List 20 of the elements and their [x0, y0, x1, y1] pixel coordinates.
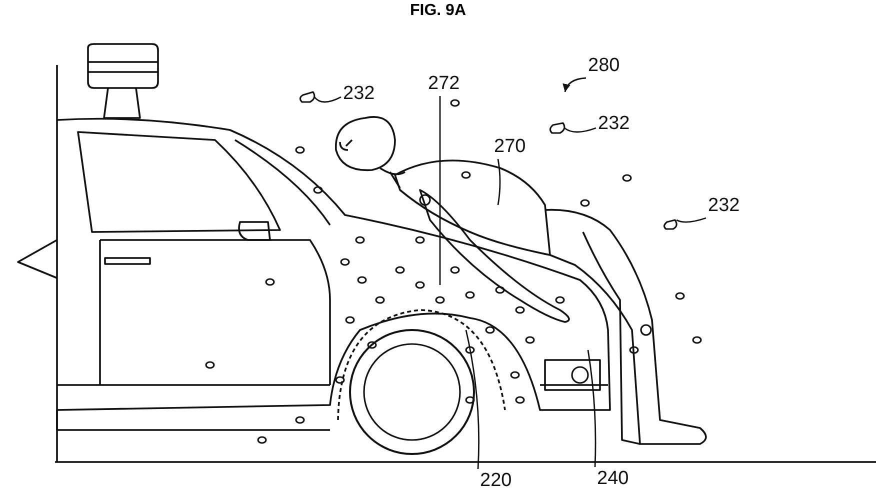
callout-number: 272: [428, 74, 460, 94]
leader-line: [587, 350, 596, 468]
callout-number: 232: [343, 84, 375, 104]
leader-line: [497, 158, 501, 206]
callout-number: 220: [480, 471, 512, 491]
callout-number: 232: [598, 114, 630, 134]
arrow: [563, 77, 586, 92]
callout-number: 240: [597, 469, 629, 489]
callout-number: 270: [494, 137, 526, 157]
callout-number: 232: [708, 196, 740, 216]
debris-particle: [549, 122, 566, 134]
leader-line: [439, 96, 441, 285]
leader-line: [564, 127, 596, 133]
leader-line: [314, 96, 342, 103]
callout-number: 280: [588, 56, 620, 76]
debris-particle: [663, 219, 678, 230]
debris-particle: [299, 91, 316, 103]
figure-title: FIG. 9A: [408, 2, 467, 20]
leader-line: [676, 217, 706, 223]
leader-line: [465, 330, 480, 470]
